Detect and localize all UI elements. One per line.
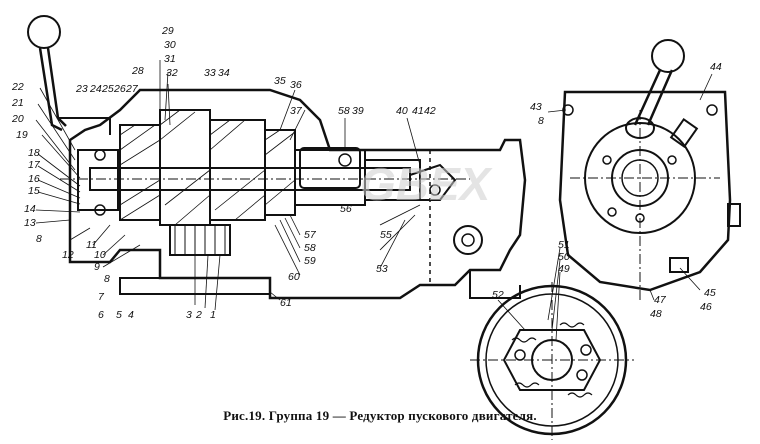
callout-31: 31	[164, 53, 176, 65]
callout-21: 21	[11, 97, 24, 109]
callout-12: 12	[62, 249, 74, 261]
housing-outline	[68, 88, 527, 300]
callout-4: 4	[128, 309, 134, 321]
callout-60: 60	[288, 271, 300, 283]
callout-22: 22	[11, 81, 24, 93]
callout-61: 61	[280, 297, 292, 309]
callout-29: 29	[161, 25, 174, 37]
callout-26: 26	[113, 83, 126, 95]
callout-58a: 58	[338, 105, 350, 117]
callout-9: 9	[94, 261, 100, 273]
callout-42: 42	[424, 105, 436, 117]
callout-32: 32	[166, 67, 178, 79]
callout-3: 3	[186, 309, 192, 321]
callout-58b: 58	[304, 242, 316, 254]
callout-30: 30	[164, 39, 176, 51]
callout-1: 1	[210, 309, 216, 321]
callout-35: 35	[274, 75, 286, 87]
callout-6: 6	[98, 309, 104, 321]
callout-41: 41	[412, 105, 424, 117]
callout-44: 44	[710, 61, 722, 73]
callout-28: 28	[131, 65, 144, 77]
callout-39: 39	[352, 105, 364, 117]
callout-10: 10	[94, 249, 106, 261]
callout-48: 48	[650, 308, 662, 320]
callout-43: 43	[530, 101, 542, 113]
callout-46: 46	[700, 301, 712, 313]
callout-20: 20	[11, 113, 24, 125]
callout-34: 34	[218, 67, 230, 79]
callout-52: 52	[492, 289, 504, 301]
callout-56a: 56	[340, 203, 352, 215]
end-cover-view	[558, 39, 741, 300]
callout-37: 37	[290, 105, 303, 117]
callout-40: 40	[396, 105, 408, 117]
lower-gear	[169, 224, 231, 256]
callout-16: 16	[28, 173, 40, 185]
callout-8b: 8	[104, 273, 110, 285]
callout-8a: 8	[36, 233, 42, 245]
cover-outline	[558, 90, 732, 292]
callout-19: 19	[16, 129, 28, 141]
cover-lever-shaft	[633, 69, 674, 126]
callout-8c: 8	[538, 115, 544, 127]
callout-15: 15	[28, 185, 40, 197]
callout-18: 18	[28, 147, 40, 159]
callout-7: 7	[98, 291, 105, 303]
callout-50: 50	[558, 251, 570, 263]
callout-59: 59	[304, 255, 316, 267]
callout-36: 36	[290, 79, 302, 91]
callout-23: 23	[75, 83, 88, 95]
callout-53: 53	[376, 263, 388, 275]
callout-27: 27	[125, 83, 139, 95]
callout-45: 45	[704, 287, 716, 299]
callout-14: 14	[24, 203, 36, 215]
callout-51: 51	[558, 239, 570, 251]
callout-2: 2	[195, 309, 202, 321]
cover-lever-knob	[651, 39, 685, 73]
left-callouts: 22 21 20 19 18 17 16 15 14 13 8 12 11 10…	[11, 25, 436, 321]
callout-11: 11	[86, 239, 97, 251]
callout-24: 24	[89, 83, 102, 95]
leader-lines	[35, 60, 421, 311]
callout-25: 25	[101, 83, 114, 95]
lever-knob	[27, 15, 61, 49]
right-callouts: 44 43 8 45 46 47 48 51 50 49 52	[492, 61, 722, 320]
callout-5: 5	[116, 309, 122, 321]
callout-55: 55	[380, 229, 392, 241]
callout-47: 47	[654, 294, 667, 306]
callout-49: 49	[558, 263, 570, 275]
callout-13: 13	[24, 217, 36, 229]
callout-57: 57	[304, 229, 317, 241]
figure-caption: Рис.19. Группа 19 — Редуктор пускового д…	[223, 408, 537, 423]
callout-33: 33	[204, 67, 216, 79]
watermark: GBEX	[360, 158, 493, 210]
callout-17: 17	[28, 159, 41, 171]
